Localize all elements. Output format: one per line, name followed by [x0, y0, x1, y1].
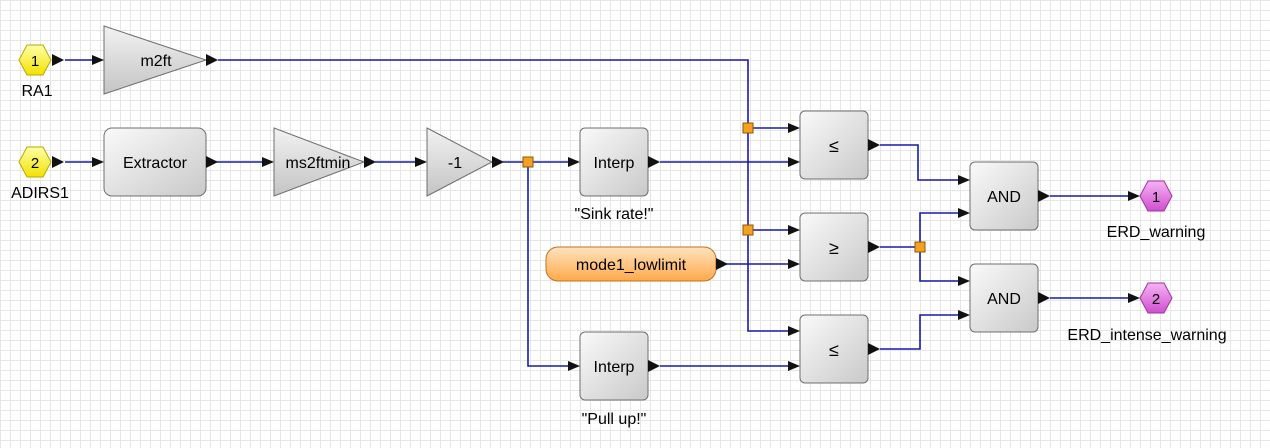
logic-and-block-top[interactable]: AND: [969, 161, 1050, 231]
arrow-and-top-in2: [958, 208, 970, 218]
block-label: AND: [987, 291, 1021, 308]
arrow-le-top-in1: [788, 123, 800, 133]
wire-neg1-to-interp-pull[interactable]: [527, 162, 570, 367]
block-caption: "Sink rate!": [575, 206, 654, 223]
output-arrow: [868, 139, 880, 151]
input-port-2[interactable]: 2 ADIRS1: [11, 146, 69, 202]
input-port-1[interactable]: 1 RA1: [18, 44, 64, 100]
arrow-extractor-in: [92, 157, 104, 167]
operator-label: ≥: [829, 238, 839, 258]
split-point-m2ft-mid[interactable]: [742, 224, 754, 236]
block-caption: "Pull up!": [582, 411, 647, 428]
arrow-and-bottom-in1: [958, 276, 970, 286]
output-arrow: [206, 156, 218, 168]
arrow-neg1-in: [415, 157, 427, 167]
output-arrow: [1038, 292, 1050, 304]
operator-label: ≤: [829, 340, 839, 360]
arrow-ge-in1: [788, 225, 800, 235]
block-label: AND: [987, 189, 1021, 206]
block-label: Extractor: [123, 155, 188, 172]
gain-label: m2ft: [140, 53, 172, 70]
wires: [65, 59, 1130, 367]
constant-block-mode1-lowlimit[interactable]: mode1_lowlimit: [545, 246, 728, 282]
extractor-block[interactable]: Extractor: [103, 127, 218, 197]
relational-block-le-top[interactable]: ≤: [799, 110, 880, 180]
arrow-le-top-in2: [788, 157, 800, 167]
output-arrow: [52, 54, 64, 66]
split-point-ge[interactable]: [914, 241, 926, 253]
arrow-ms2ftmin-in: [262, 157, 274, 167]
wire-le-bottom-to-and-bottom[interactable]: [880, 314, 960, 350]
arrow-interp-sink-in: [568, 157, 580, 167]
wire-ge-to-and-top[interactable]: [880, 212, 960, 248]
arrow-out2-in: [1128, 293, 1140, 303]
block-label: Interp: [594, 155, 635, 172]
wire-le-top-to-and-top[interactable]: [880, 144, 960, 181]
arrow-and-bottom-in2: [958, 310, 970, 320]
output-port-2[interactable]: 2 ERD_intense_warning: [1067, 282, 1227, 344]
arrow-m2ft-in: [92, 55, 104, 65]
gain-label: ms2ftmin: [286, 155, 351, 172]
operator-label: ≤: [829, 136, 839, 156]
logic-and-block-bottom[interactable]: AND: [969, 263, 1050, 333]
output-arrow: [868, 343, 880, 355]
block-label: mode1_lowlimit: [576, 257, 687, 274]
input-port-number: 1: [31, 53, 39, 70]
block-label: Interp: [594, 359, 635, 376]
output-arrow: [648, 360, 660, 372]
output-port-1[interactable]: 1 ERD_warning: [1107, 180, 1206, 241]
arrow-le-bottom-in1: [788, 326, 800, 336]
output-port-label: ERD_intense_warning: [1067, 327, 1226, 344]
output-arrow: [52, 156, 64, 168]
arrow-le-bottom-in2: [788, 361, 800, 371]
arrow-ge-in2: [788, 259, 800, 269]
output-port-number: 2: [1152, 291, 1160, 308]
output-arrow: [1038, 190, 1050, 202]
output-arrow: [716, 258, 728, 270]
port-arrows: [92, 55, 1140, 371]
output-arrow: [364, 156, 376, 168]
input-port-label: RA1: [21, 83, 52, 100]
relational-block-ge[interactable]: ≥: [799, 212, 880, 282]
wire-ge-to-and-bottom[interactable]: [919, 247, 960, 282]
split-point-neg1[interactable]: [522, 156, 534, 168]
split-points: [522, 122, 926, 253]
output-arrow: [492, 156, 504, 168]
arrow-out1-in: [1128, 191, 1140, 201]
input-port-number: 2: [31, 155, 39, 172]
output-arrow: [206, 54, 218, 66]
gain-label: -1: [448, 155, 462, 172]
output-port-number: 1: [1152, 189, 1160, 206]
interp-block-sink-rate[interactable]: Interp "Sink rate!": [575, 127, 660, 223]
output-arrow: [868, 241, 880, 253]
gain-block-m2ft[interactable]: m2ft: [103, 25, 218, 95]
output-port-label: ERD_warning: [1107, 224, 1206, 241]
arrow-and-top-in1: [958, 175, 970, 185]
split-point-m2ft-top[interactable]: [742, 122, 754, 134]
interp-block-pull-up[interactable]: Interp "Pull up!": [579, 331, 660, 428]
relational-block-le-bottom[interactable]: ≤: [799, 314, 880, 384]
output-arrow: [648, 156, 660, 168]
gain-block-neg1[interactable]: -1: [426, 127, 504, 197]
wire-m2ft-trunk[interactable]: [218, 59, 790, 332]
arrow-interp-pull-in: [568, 361, 580, 371]
input-port-label: ADIRS1: [11, 185, 69, 202]
gain-block-ms2ftmin[interactable]: ms2ftmin: [273, 127, 376, 197]
